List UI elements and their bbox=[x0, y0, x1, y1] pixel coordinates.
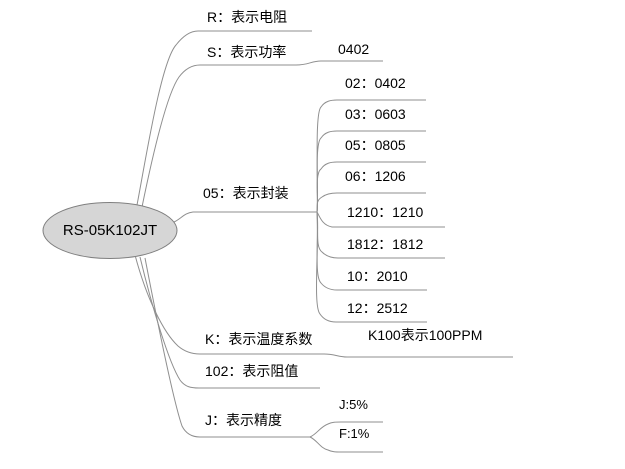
topic-pkg-1812[interactable]: 1812：1812 bbox=[347, 236, 424, 252]
connector-j5 bbox=[309, 421, 383, 438]
topic-s-0402[interactable]: 0402 bbox=[338, 41, 370, 57]
connector-r bbox=[136, 30, 312, 206]
topic-pkg-03[interactable]: 03：0603 bbox=[345, 106, 406, 122]
connector-s bbox=[141, 60, 383, 208]
topic-k[interactable]: K：表示温度系数 bbox=[205, 331, 313, 347]
topic-f1[interactable]: F:1% bbox=[339, 426, 370, 441]
topic-pkg-10[interactable]: 10：2010 bbox=[347, 268, 408, 284]
topic-j5[interactable]: J:5% bbox=[339, 397, 368, 412]
topic-package[interactable]: 05：表示封装 bbox=[203, 185, 289, 201]
connector-j bbox=[144, 257, 310, 438]
connector-pkg-12 bbox=[316, 211, 427, 323]
connector-pkg-05 bbox=[316, 161, 426, 213]
topic-pkg-1210[interactable]: 1210：1210 bbox=[347, 204, 424, 220]
root-topic[interactable]: RS-05K102JT bbox=[62, 222, 158, 239]
connector-f1 bbox=[309, 436, 383, 453]
topic-pkg-06[interactable]: 06：1206 bbox=[345, 168, 406, 184]
topic-pkg-05[interactable]: 05：0805 bbox=[345, 137, 406, 153]
topic-pkg-12[interactable]: 12：2512 bbox=[347, 300, 408, 316]
connector-pkg-1210 bbox=[316, 211, 445, 228]
connector-res bbox=[139, 256, 320, 389]
connector-pkg-06 bbox=[316, 192, 426, 213]
topic-resistance[interactable]: 102：表示阻值 bbox=[205, 363, 299, 379]
topic-pkg-02[interactable]: 02：0402 bbox=[345, 75, 406, 91]
topic-s[interactable]: S：表示功率 bbox=[207, 44, 287, 60]
topic-r[interactable]: R：表示电阻 bbox=[207, 9, 288, 25]
root-node-ellipse[interactable] bbox=[42, 202, 178, 259]
connector-pkg bbox=[173, 211, 317, 223]
topic-k100[interactable]: K100表示100PPM bbox=[368, 327, 483, 343]
topic-j[interactable]: J：表示精度 bbox=[205, 412, 282, 428]
